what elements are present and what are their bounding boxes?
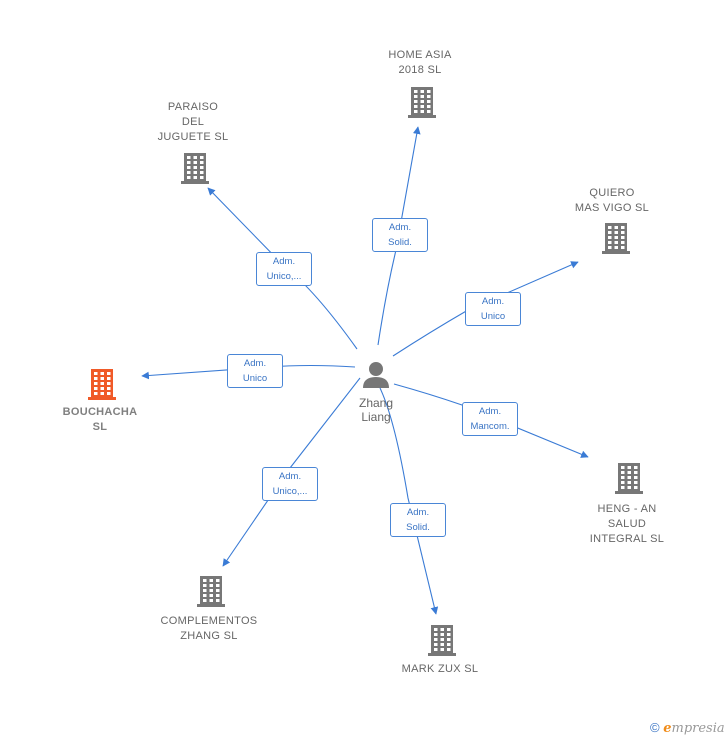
company-label-hengan[interactable]: HENG - AN SALUD INTEGRAL SL: [589, 503, 665, 545]
building-icon[interactable]: [88, 369, 116, 400]
edge-markzux: [379, 387, 439, 615]
role-badge-markzux[interactable]: Adm. Solid.: [390, 503, 446, 537]
building-icon[interactable]: [615, 463, 643, 494]
building-icon[interactable]: [602, 223, 630, 254]
company-label-markzux[interactable]: MARK ZUX SL: [401, 663, 479, 675]
company-label-homeasia[interactable]: HOME ASIA 2018 SL: [388, 49, 452, 76]
company-label-bouchacha[interactable]: BOUCHACHA SL: [62, 406, 138, 433]
center-person-name[interactable]: Zhang Liang: [358, 396, 394, 424]
role-badge-hengan[interactable]: Adm. Mancom.: [462, 402, 518, 436]
company-label-complementos[interactable]: COMPLEMENTOS ZHANG SL: [160, 615, 258, 642]
building-icon[interactable]: [408, 87, 436, 118]
building-icon[interactable]: [197, 576, 225, 607]
copyright-icon: ©: [650, 720, 660, 735]
footer-brand[interactable]: © empresia: [650, 720, 725, 736]
company-label-quiero[interactable]: QUIERO MAS VIGO SL: [574, 187, 650, 214]
person-icon: [363, 362, 389, 388]
role-badge-paraiso[interactable]: Adm. Unico,...: [256, 252, 312, 286]
company-label-paraiso[interactable]: PARAISO DEL JUGUETE SL: [157, 101, 229, 143]
edge-complementos: [222, 377, 361, 567]
role-badge-quiero[interactable]: Adm. Unico: [465, 292, 521, 326]
building-icon[interactable]: [428, 625, 456, 656]
brand-logo: empresia: [663, 721, 725, 736]
role-badge-complementos[interactable]: Adm. Unico,...: [262, 467, 318, 501]
role-badge-bouchacha[interactable]: Adm. Unico: [227, 354, 283, 388]
building-icon[interactable]: [181, 153, 209, 184]
edge-hengan: [393, 383, 589, 458]
role-badge-homeasia[interactable]: Adm. Solid.: [372, 218, 428, 252]
